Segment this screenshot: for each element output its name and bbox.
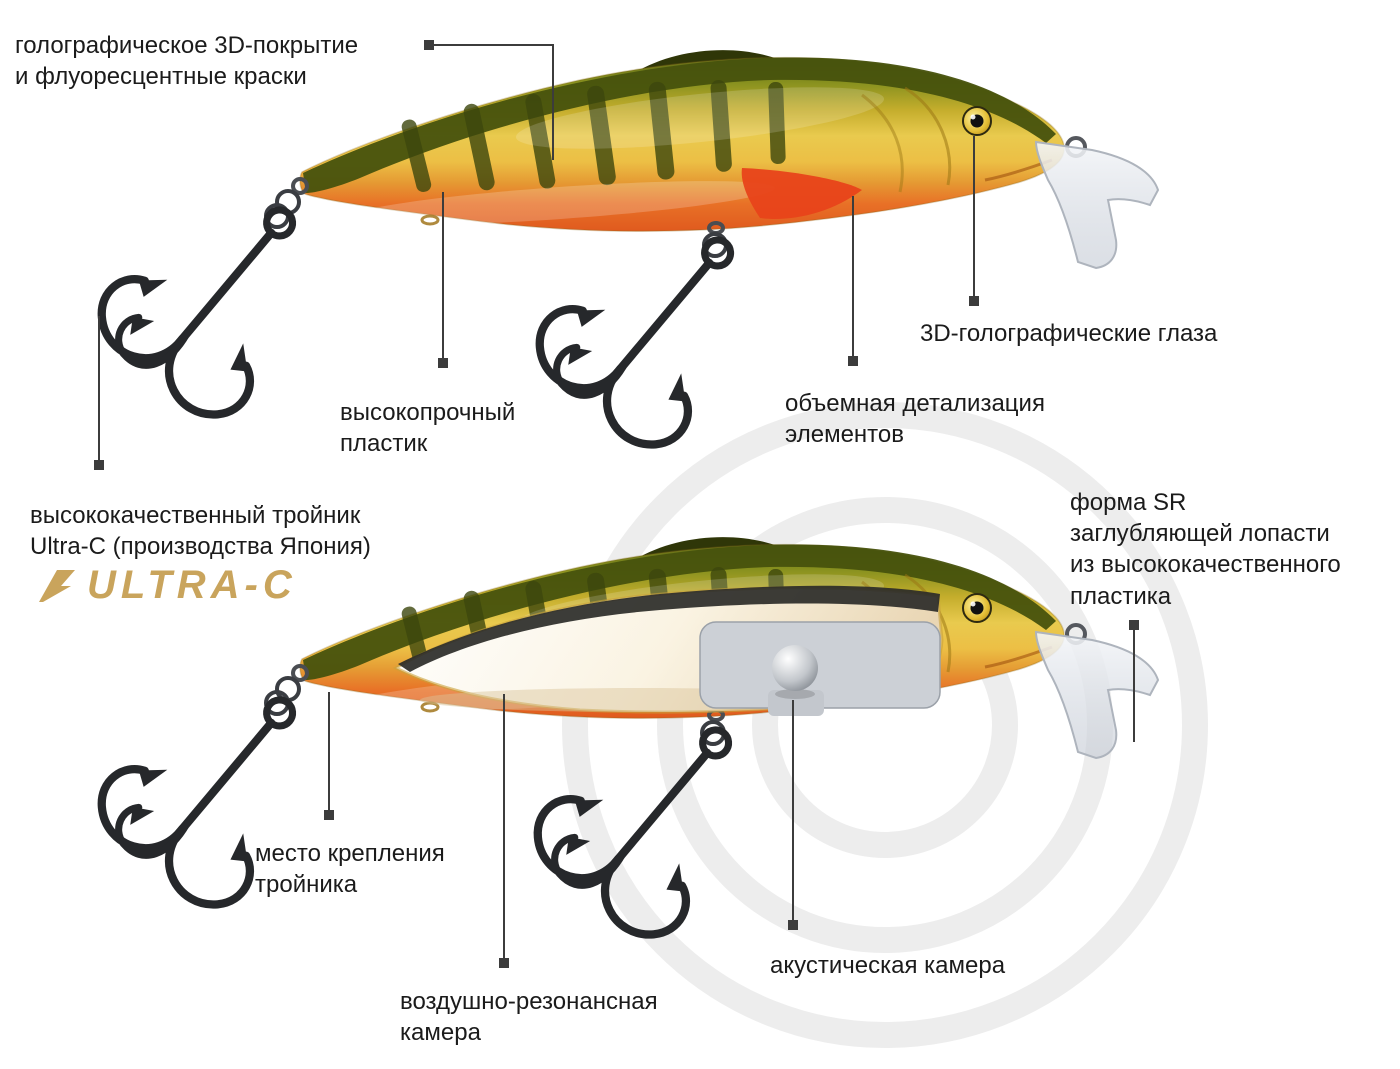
callout-attach: место крепления тройника (255, 840, 445, 899)
callout-plastic: высокопрочный пластик (340, 399, 516, 458)
callout-coating: голографическое 3D-покрытие и флуоресцен… (15, 32, 359, 91)
callout-line (552, 44, 554, 160)
diving-lip-cutaway (1035, 631, 1159, 759)
callout-marker (424, 40, 434, 50)
callout-marker (324, 810, 334, 820)
callout-marker (94, 460, 104, 470)
callout-acoustic-chamber: акустическая камера (770, 952, 1006, 979)
callout-line (973, 136, 975, 298)
lure-exterior-view (84, 48, 1159, 463)
callout-line (98, 316, 100, 462)
lure-cutaway-view (84, 535, 1159, 953)
callout-marker (969, 296, 979, 306)
callout-hook: высококачественный тройник Ultra-C (прои… (30, 502, 371, 561)
callout-line (852, 196, 854, 358)
diving-lip (1035, 141, 1159, 269)
ultra-c-logo-icon (39, 569, 75, 602)
rattle-ball (772, 645, 818, 691)
callout-sr-lip: форма SR заглубляющей лопасти из высокок… (1070, 489, 1341, 610)
callout-detail: объемная детализация элементов (785, 390, 1045, 449)
callout-marker (438, 358, 448, 368)
callout-air-chamber: воздушно-резонансная камера (400, 988, 658, 1047)
treble-hook-tail-top (84, 157, 354, 432)
callout-line (432, 44, 554, 46)
callout-marker (848, 356, 858, 366)
ultra-c-logo: ULTRA-C (35, 563, 297, 608)
callout-marker (1129, 620, 1139, 630)
lure-body-exterior (291, 48, 1087, 236)
ultra-c-logo-text: ULTRA-C (87, 563, 297, 607)
callout-line (328, 692, 330, 812)
cutaway-shadow-band (398, 585, 940, 672)
callout-line (792, 700, 794, 922)
callout-eyes: 3D-голографические глаза (920, 320, 1218, 347)
callout-line (503, 694, 505, 960)
callout-marker (499, 958, 509, 968)
callout-line (442, 192, 444, 360)
callout-marker (788, 920, 798, 930)
callout-line (1133, 630, 1135, 742)
acoustic-chamber (699, 621, 941, 716)
